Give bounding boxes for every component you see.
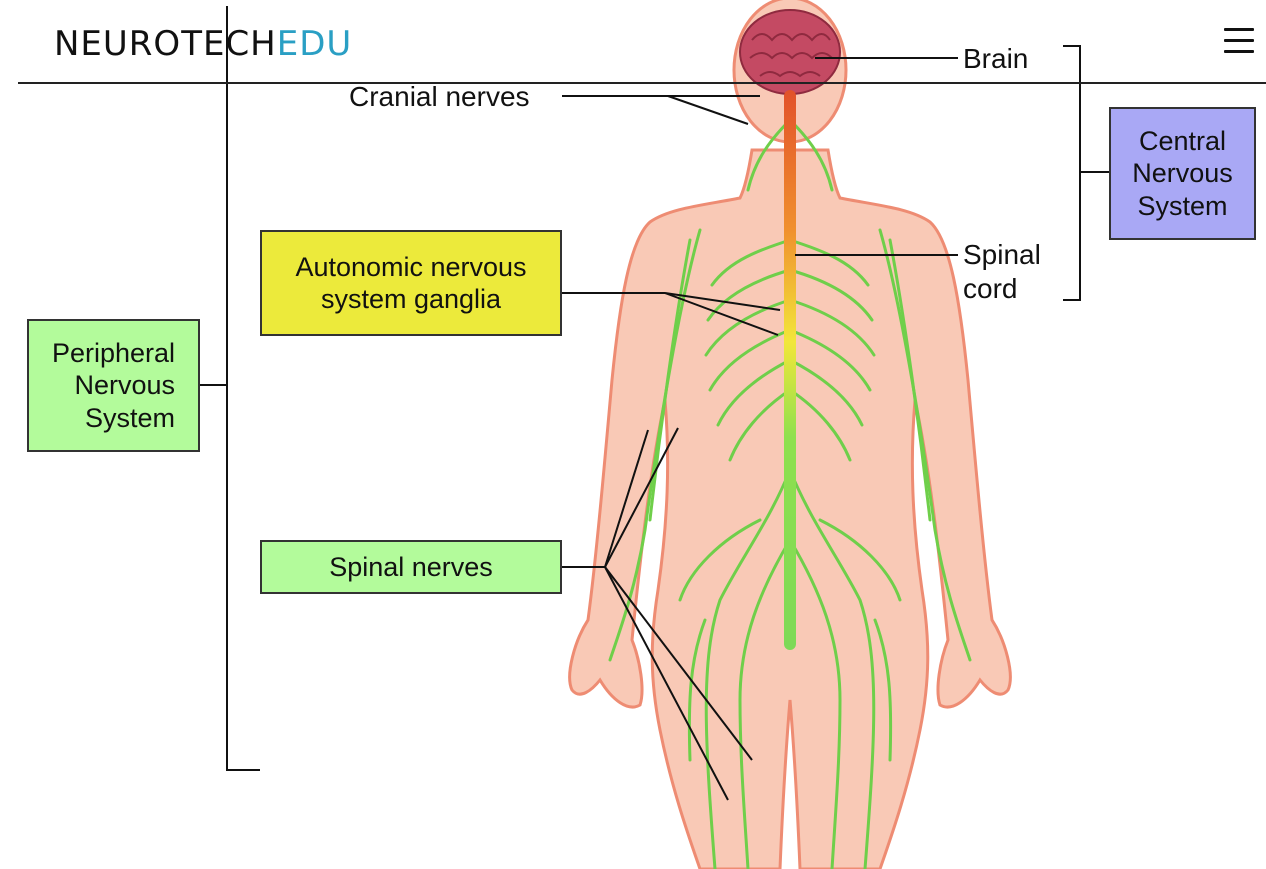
cranial-nerves-label: Cranial nerves (349, 80, 530, 114)
header-divider (18, 82, 1266, 84)
peripheral-nervous-system-label: Peripheral Nervous System (52, 337, 175, 434)
central-nervous-system-label: Central Nervous System (1132, 125, 1233, 222)
peripheral-nervous-system-box: Peripheral Nervous System (27, 319, 200, 452)
spinal-cord (784, 90, 796, 650)
brain-label: Brain (963, 42, 1028, 76)
central-nervous-system-box: Central Nervous System (1109, 107, 1256, 240)
autonomic-ganglia-label: Autonomic nervous system ganglia (295, 251, 526, 316)
spinal-nerves-box: Spinal nerves (260, 540, 562, 594)
spinal-cord-label: Spinal cord (963, 238, 1041, 305)
autonomic-ganglia-box: Autonomic nervous system ganglia (260, 230, 562, 336)
spinal-nerves-label: Spinal nerves (329, 551, 493, 583)
